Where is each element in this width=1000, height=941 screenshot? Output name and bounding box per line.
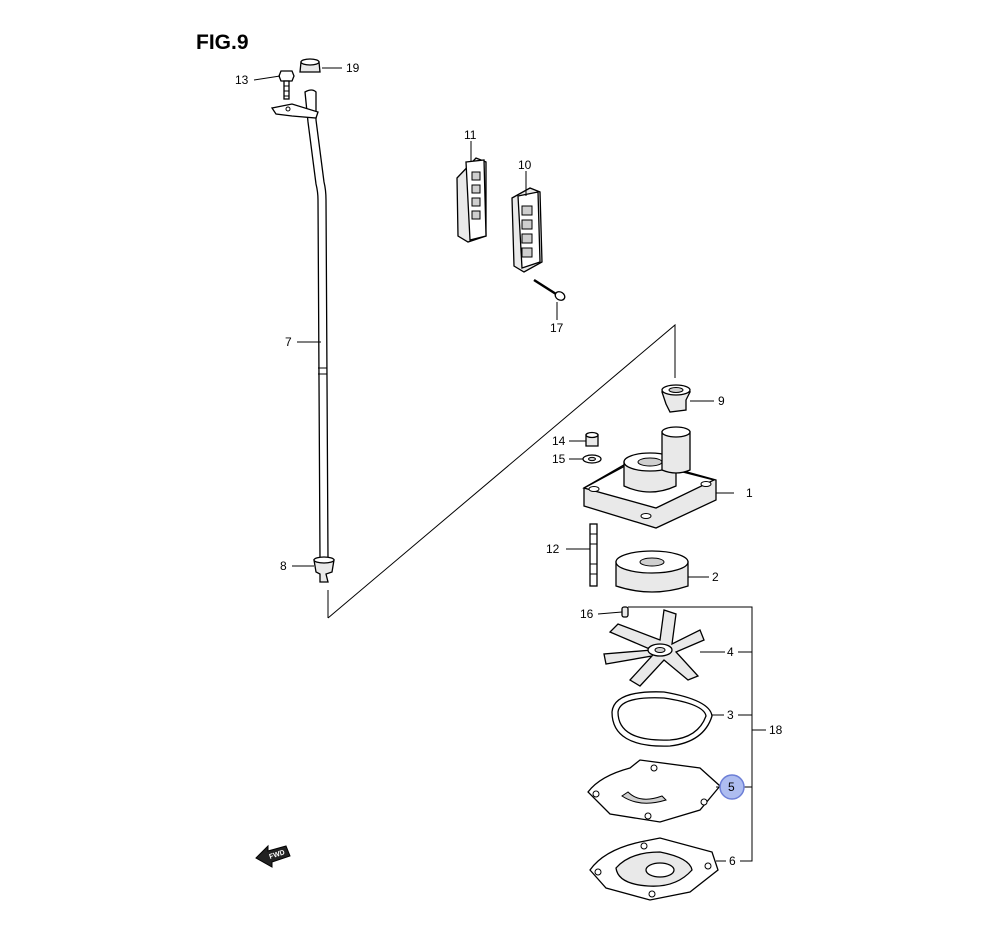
callout-8[interactable]: 8 [280, 559, 287, 573]
part-key [621, 606, 629, 618]
callout-18[interactable]: 18 [769, 723, 783, 737]
part-bolt [278, 70, 295, 100]
leader-lines [253, 67, 766, 862]
part-washer [582, 454, 602, 464]
part-cap [299, 58, 321, 73]
part-stud [589, 523, 598, 587]
fwd-label: FWD [268, 849, 285, 861]
callout-4[interactable]: 4 [727, 645, 734, 659]
callout-15[interactable]: 15 [552, 452, 566, 466]
callout-17[interactable]: 17 [550, 321, 564, 335]
part-liner [615, 550, 689, 593]
fwd-arrow-icon: FWD [255, 844, 291, 868]
callout-9[interactable]: 9 [718, 394, 725, 408]
selected-callout-highlight[interactable] [719, 774, 745, 800]
callout-6[interactable]: 6 [729, 854, 736, 868]
part-impeller [603, 609, 705, 687]
connection-line [327, 323, 676, 619]
callout-labels: 1 2 3 4 5 6 7 8 9 10 11 12 13 14 15 16 1… [235, 61, 783, 868]
part-plate [589, 837, 719, 901]
callout-1[interactable]: 1 [746, 486, 753, 500]
callout-16[interactable]: 16 [580, 607, 594, 621]
callout-2[interactable]: 2 [712, 570, 719, 584]
part-tube [270, 89, 329, 561]
part-anode-11 [456, 157, 487, 243]
callout-11[interactable]: 11 [464, 128, 477, 142]
part-screw [533, 278, 566, 301]
part-pump-case [582, 426, 717, 529]
callout-12[interactable]: 12 [546, 542, 560, 556]
part-grommet [313, 556, 335, 618]
callout-19[interactable]: 19 [346, 61, 360, 75]
callout-13[interactable]: 13 [235, 73, 249, 87]
callout-7[interactable]: 7 [285, 335, 292, 349]
part-gasket-ring [611, 691, 713, 747]
callout-5[interactable]: 5 [728, 780, 735, 794]
part-nut [585, 431, 599, 447]
part-gasket-5 [587, 759, 721, 823]
part-anode-10 [511, 187, 543, 273]
callout-10[interactable]: 10 [518, 158, 532, 172]
callout-3[interactable]: 3 [727, 708, 734, 722]
figure-title: FIG.9 [196, 31, 249, 54]
callout-14[interactable]: 14 [552, 434, 566, 448]
part-bushing [661, 384, 692, 413]
